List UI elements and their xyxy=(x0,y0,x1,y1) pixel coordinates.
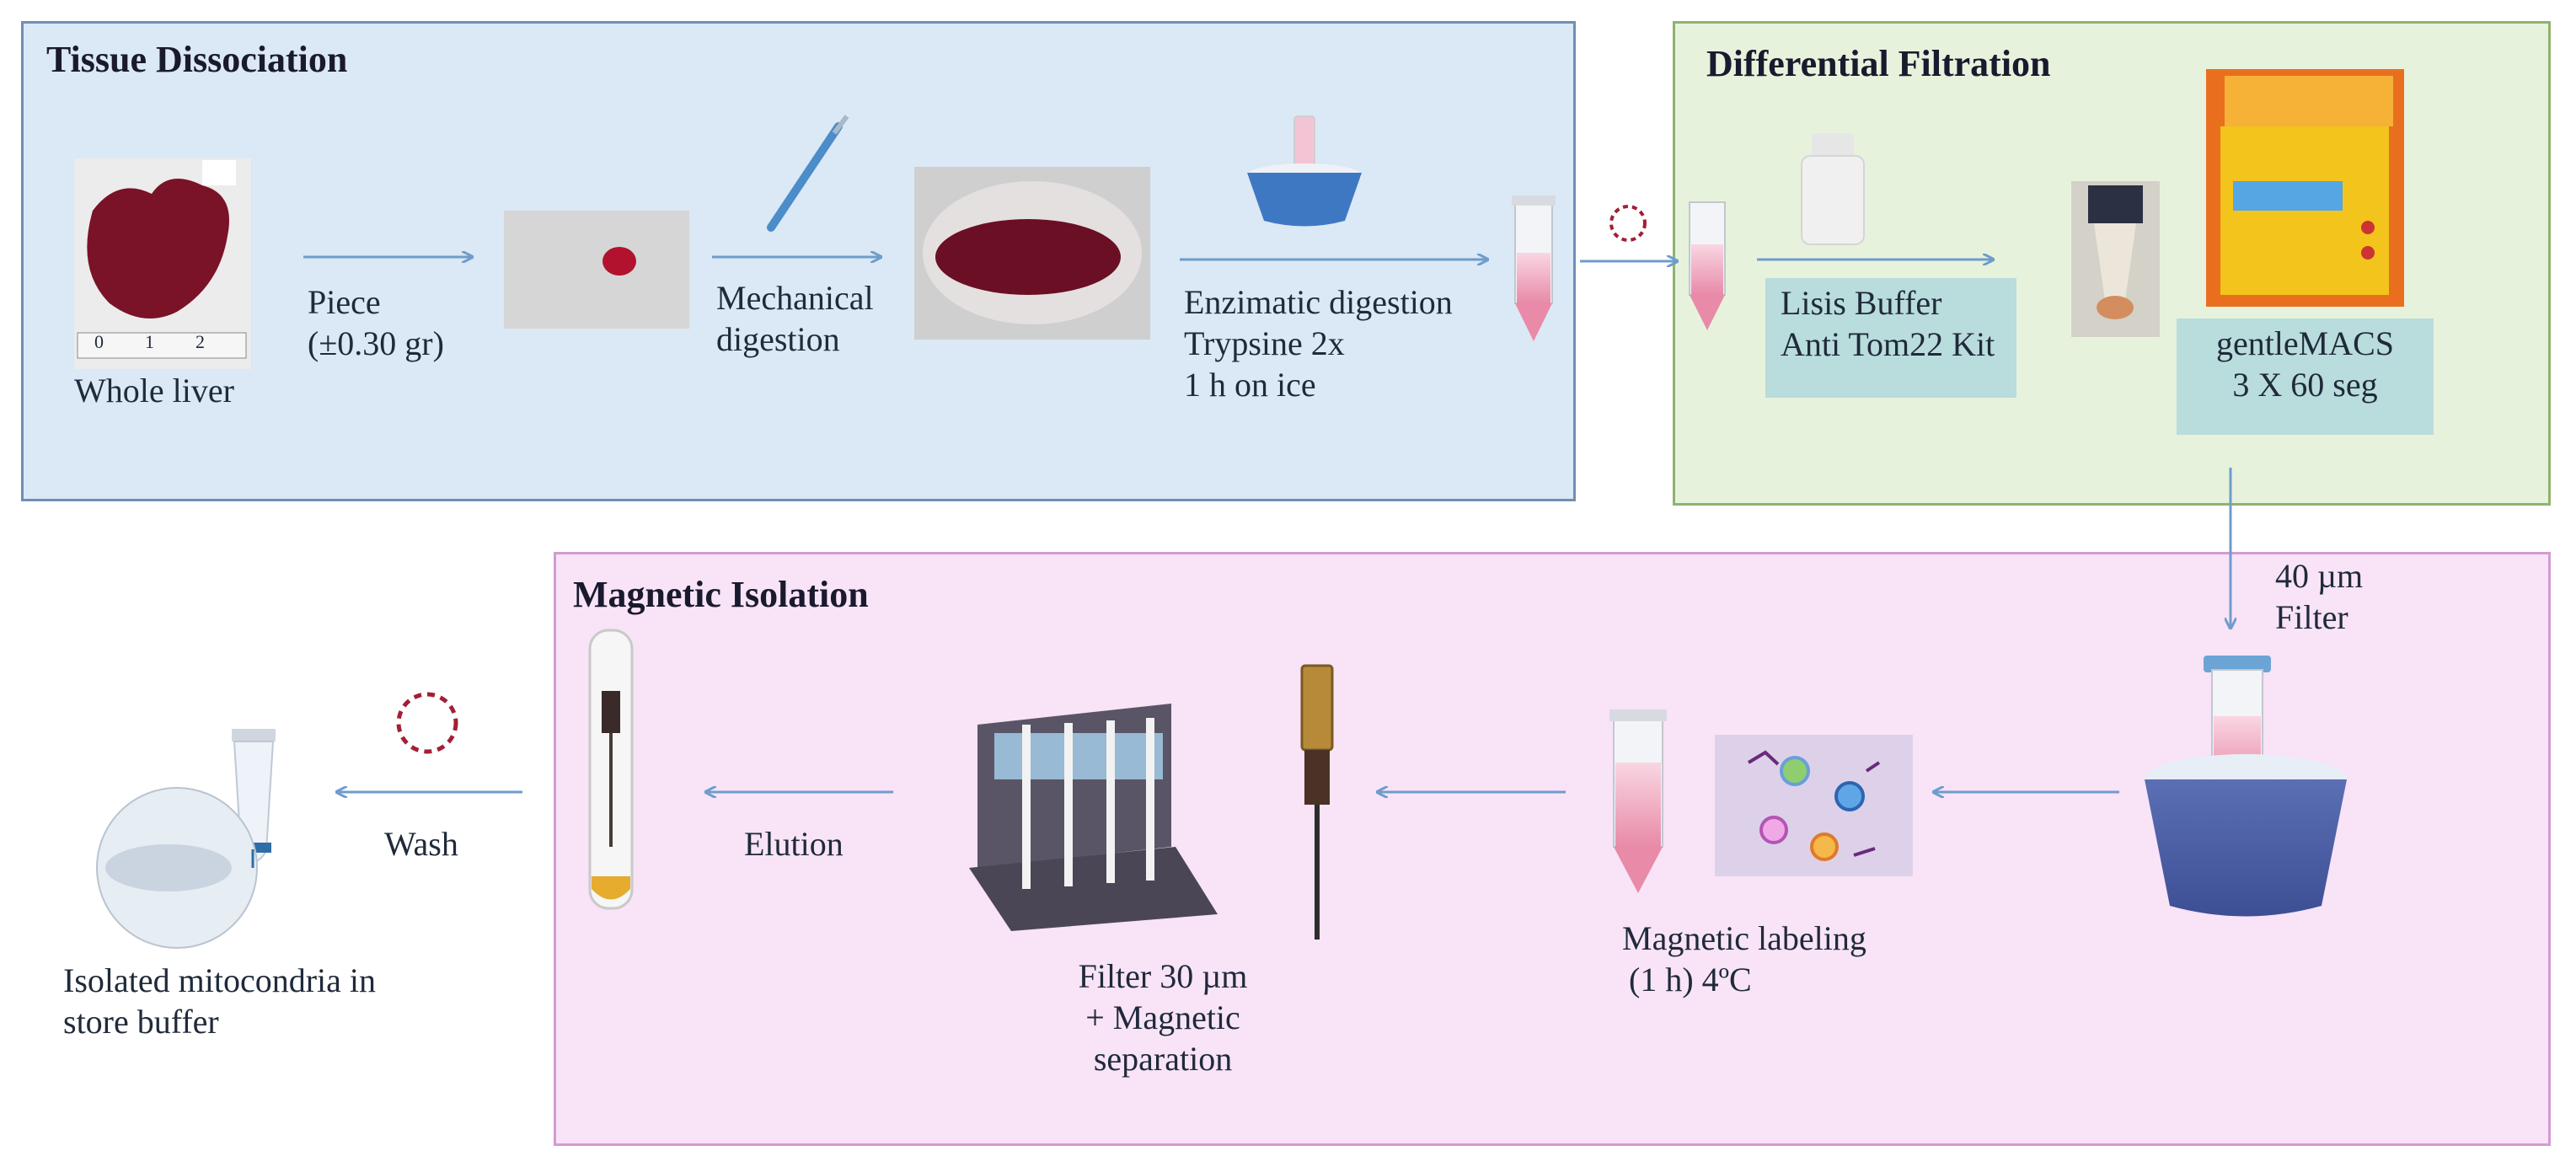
filter-tube-on-ice-icon xyxy=(2145,656,2347,917)
isolated-mitochondria-label: Isolated mitocondria in store buffer xyxy=(63,961,376,1043)
enzymatic-digestion-label: Enzimatic digestion Trypsine 2x 1 h on i… xyxy=(1184,282,1453,405)
magnetic-column-icon xyxy=(1300,664,1334,939)
differential-filtration-title: Differential Filtration xyxy=(1706,43,2051,84)
cycle-icon xyxy=(396,692,458,754)
separation-line: separation xyxy=(1093,1039,1233,1078)
liver-piece-photo xyxy=(504,211,689,329)
digestion-line: digestion xyxy=(716,319,840,358)
tissue-dissociation-panel xyxy=(21,21,1576,501)
ruler-tick: 2 xyxy=(195,331,205,352)
filter-size-line: 40 µm xyxy=(2275,557,2364,595)
gentlemacs-box: gentleMACS 3 X 60 seg xyxy=(2177,319,2434,435)
piece-line: Piece xyxy=(308,283,381,321)
wash-label: Wash xyxy=(384,825,458,863)
elution-label: Elution xyxy=(744,825,843,863)
gentlemacs-line: gentleMACS xyxy=(2215,324,2395,362)
falcon-tube-icon xyxy=(1609,709,1667,893)
filter-30-separation-label: Filter 30 µm + Magnetic separation xyxy=(1049,956,1277,1079)
gentlemacs-tube-photo xyxy=(2071,181,2160,337)
store-buffer-line: store buffer xyxy=(63,1002,219,1041)
tissue-dissociation-title: Tissue Dissociation xyxy=(46,39,348,80)
magnetic-beads-icon xyxy=(1715,735,1913,876)
ruler-tick: 0 xyxy=(94,331,104,352)
trypsine-line: Trypsine 2x xyxy=(1184,324,1345,362)
filter-word-line: Filter xyxy=(2275,597,2348,636)
lysis-buffer-box: Lisis Buffer Anti Tom22 Kit xyxy=(1765,278,2016,398)
cycles-line: 3 X 60 seg xyxy=(2232,365,2378,404)
magnetic-separator-rack-icon xyxy=(969,704,1218,931)
ruler-ticks: 0 1 2 xyxy=(94,331,205,354)
piece-label: Piece (±0.30 gr) xyxy=(308,282,444,365)
whole-liver-label: Whole liver xyxy=(74,372,234,410)
buffer-bottle-icon xyxy=(1801,133,1865,245)
isolated-line: Isolated mitocondria in xyxy=(63,961,377,999)
plus-magnetic-line: + Magnetic xyxy=(1085,998,1240,1036)
magnetic-isolation-title: Magnetic Isolation xyxy=(573,574,869,615)
lysis-buffer-line: Lisis Buffer xyxy=(1781,284,1942,322)
minced-tissue-photo xyxy=(914,167,1150,340)
filter-30-line: Filter 30 µm xyxy=(1078,957,1248,995)
scalpel-icon xyxy=(767,115,849,232)
duration-line: 1 h on ice xyxy=(1184,365,1316,404)
mechanical-line: Mechanical xyxy=(716,279,874,317)
isolated-mitochondria-tube-icon xyxy=(96,729,276,949)
labeling-line: Magnetic labeling xyxy=(1622,919,1866,957)
piece-weight-line: (±0.30 gr) xyxy=(308,324,444,362)
cycle-icon xyxy=(1609,205,1647,242)
ruler-tick: 1 xyxy=(145,331,154,352)
whole-liver-photo xyxy=(74,158,251,369)
elution-tube-icon xyxy=(588,629,634,910)
mechanical-digestion-label: Mechanical digestion xyxy=(716,278,874,361)
enzymatic-line: Enzimatic digestion xyxy=(1184,283,1453,321)
filter-40-label: 40 µm Filter xyxy=(2275,556,2363,639)
falcon-tube-icon xyxy=(1512,195,1556,341)
labeling-conditions-line: (1 h) 4ºC xyxy=(1629,960,1752,998)
ice-bucket-icon xyxy=(1247,115,1362,227)
gentlemacs-instrument-photo xyxy=(2206,69,2404,307)
falcon-tube-icon xyxy=(1689,201,1726,330)
magnetic-labeling-label: Magnetic labeling (1 h) 4ºC xyxy=(1622,918,1866,1001)
kit-line: Anti Tom22 Kit xyxy=(1781,324,1995,363)
